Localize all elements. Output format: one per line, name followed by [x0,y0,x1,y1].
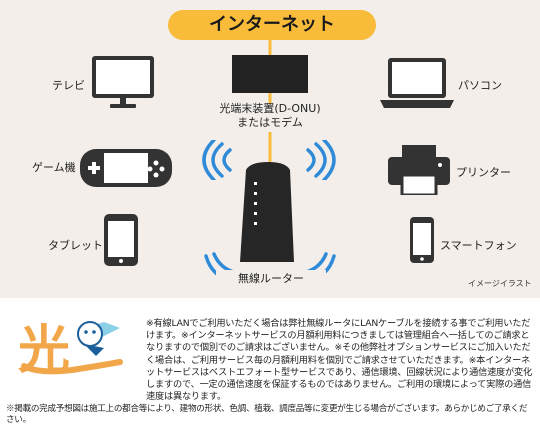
router-icon [240,162,294,266]
phone-label: スマートフォン [440,239,517,252]
internet-pill: インターネット [168,10,376,40]
hikari-logo: 光 [8,304,128,388]
smartphone-icon [410,217,434,267]
laptop-icon [380,58,454,114]
onu-label-line2: またはモデム [237,116,303,129]
onu-icon [232,55,308,97]
printer-icon [388,145,450,199]
wifi-upper-left-icon [200,138,236,184]
router-label: 無線ルーター [216,270,326,286]
disclaimer-note: ※掲載の完成予想図は施工上の都合等により、建物の形状、色調、植栽、調度品等に変更… [6,404,528,425]
wifi-upper-right-icon [302,138,338,184]
game-label: ゲーム機 [32,161,76,174]
network-diagram: インターネット 光端末装置(D-ONU) またはモデム [0,0,540,298]
connection-lines [268,40,272,162]
onu-label-line1: 光端末装置(D-ONU) [219,102,321,115]
tv-label: テレビ [52,79,85,92]
tablet-label: タブレット [48,239,103,252]
image-credit: イメージイラスト [468,279,532,288]
tablet-icon [104,214,138,270]
logo-char: 光 [18,321,70,381]
tv-icon [92,56,154,114]
service-notes: ※有線LANでご利用いただく場合は弊社無線ルータにLANケーブルを接続する事でご… [146,318,533,403]
pc-label: パソコン [458,79,502,92]
onu-label: 光端末装置(D-ONU) またはモデム [200,102,340,130]
notes-section: 光 ※有線LANでご利用いただく場合は弊社無線ルータにLANケーブルを接続する事… [0,298,540,430]
printer-label: プリンター [456,166,511,179]
game-console-icon [80,147,172,193]
